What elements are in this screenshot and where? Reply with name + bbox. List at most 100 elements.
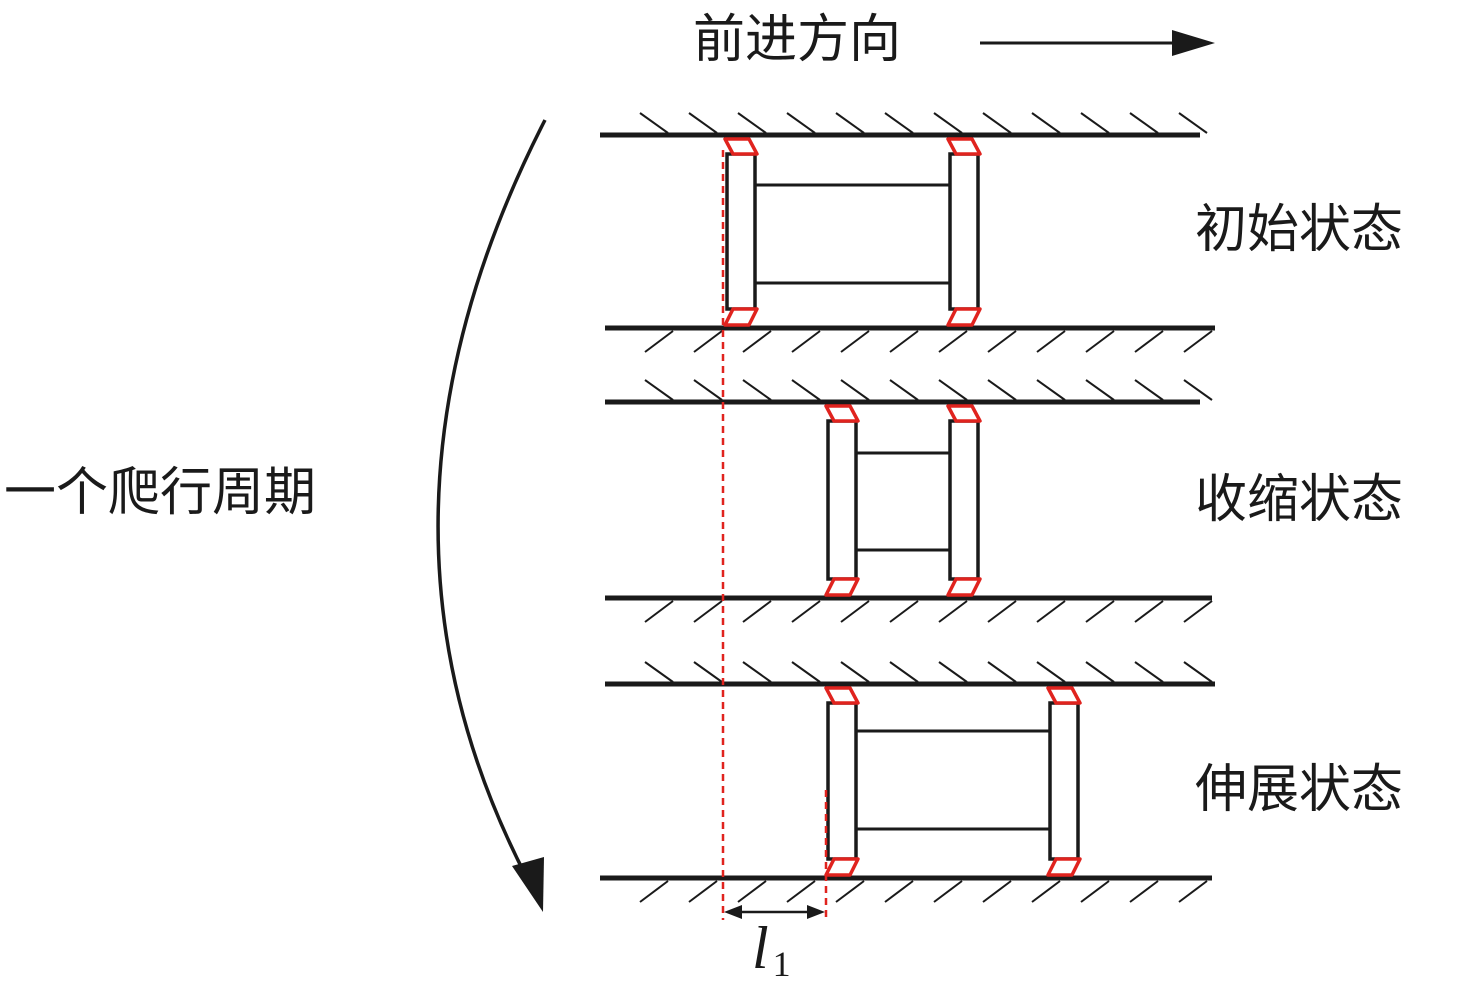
wall-hatching — [639, 880, 1208, 903]
hatch-mark — [1183, 379, 1213, 401]
hatch-mark — [693, 330, 723, 353]
hatch-mark — [1134, 661, 1164, 683]
robots — [723, 137, 1082, 877]
hatch-mark — [742, 330, 772, 353]
hatch-mark — [791, 600, 821, 623]
direction-arrow — [980, 30, 1215, 56]
foot-pad-bottom-2 — [1046, 857, 1082, 877]
hatch-mark — [933, 880, 963, 903]
hatch-mark — [1036, 379, 1066, 401]
hatch-mark — [1031, 880, 1061, 903]
hatch-mark — [1080, 112, 1110, 134]
hatch-mark — [639, 880, 669, 903]
wall-hatching — [639, 112, 1208, 134]
hatch-mark — [835, 112, 865, 134]
hatch-mark — [889, 600, 919, 623]
support-leg-2 — [948, 152, 980, 311]
hatch-mark — [786, 880, 816, 903]
hatch-mark — [1183, 600, 1213, 623]
hatch-mark — [737, 112, 767, 134]
hatch-mark — [644, 661, 674, 683]
support-leg-2 — [1048, 701, 1080, 861]
hatch-mark — [644, 379, 674, 401]
hatch-mark — [1183, 330, 1213, 353]
hatch-mark — [889, 330, 919, 353]
hatch-mark — [938, 379, 968, 401]
pipe-wall-2 — [605, 325, 1215, 353]
wall-hatching — [644, 661, 1213, 683]
hatch-mark — [884, 880, 914, 903]
foot-pad-bottom-2 — [946, 307, 982, 327]
hatch-mark — [742, 379, 772, 401]
foot-pad-bottom-1 — [824, 577, 860, 597]
hatch-mark — [1134, 330, 1164, 353]
hatch-mark — [742, 661, 772, 683]
robot-contracted — [824, 404, 982, 597]
hatch-mark — [982, 112, 1012, 134]
hatch-mark — [688, 880, 718, 903]
hatch-mark — [987, 379, 1017, 401]
reference-guides — [721, 150, 828, 920]
cycle-label: 一个爬行周期 — [4, 463, 316, 523]
foot-pad-bottom-1 — [723, 307, 759, 327]
hatch-mark — [884, 112, 914, 134]
foot-pad-top-2 — [1046, 686, 1082, 705]
state-label-extended: 伸展状态 — [1195, 760, 1403, 820]
wall-hatching — [644, 379, 1213, 401]
foot-pad-top-2 — [946, 137, 982, 156]
hatch-mark — [1178, 112, 1208, 134]
hatch-mark — [889, 379, 919, 401]
robot-extended — [824, 686, 1082, 877]
hatch-mark — [644, 600, 674, 623]
hatch-mark — [1134, 379, 1164, 401]
robot-initial — [723, 137, 982, 327]
hatch-mark — [693, 600, 723, 623]
hatch-mark — [840, 600, 870, 623]
state-label-contracted: 收缩状态 — [1195, 470, 1403, 530]
pipe-wall-5 — [605, 661, 1215, 687]
foot-pad-top-1 — [723, 137, 759, 156]
hatch-mark — [791, 330, 821, 353]
hatch-mark — [938, 661, 968, 683]
hatch-mark — [1129, 112, 1159, 134]
foot-pad-top-2 — [946, 404, 982, 423]
hatch-mark — [889, 661, 919, 683]
hatch-mark — [1036, 661, 1066, 683]
cycle-arrow — [436, 119, 547, 912]
hatch-mark — [982, 880, 1012, 903]
displacement-symbol: l — [752, 915, 769, 981]
hatch-mark — [987, 600, 1017, 623]
support-leg-2 — [948, 419, 980, 581]
state-label-initial: 初始状态 — [1195, 200, 1403, 260]
displacement-arrow — [724, 905, 825, 919]
support-leg-1 — [826, 419, 858, 581]
hatch-mark — [1080, 880, 1110, 903]
hatch-mark — [786, 112, 816, 134]
support-leg-1 — [725, 152, 757, 311]
hatch-mark — [987, 661, 1017, 683]
pipe-wall-4 — [605, 595, 1213, 623]
hatch-mark — [840, 661, 870, 683]
pipe-wall-6 — [600, 875, 1212, 903]
hatch-mark — [987, 330, 1017, 353]
pipe-wall-3 — [605, 379, 1213, 405]
hatch-mark — [835, 880, 865, 903]
hatch-mark — [1085, 600, 1115, 623]
hatch-mark — [1036, 600, 1066, 623]
hatch-mark — [1085, 379, 1115, 401]
hatch-mark — [639, 112, 669, 134]
hatch-mark — [791, 661, 821, 683]
pipe-wall-1 — [600, 112, 1208, 138]
pipe-walls — [600, 112, 1215, 903]
hatch-mark — [1178, 880, 1208, 903]
hatch-mark — [840, 379, 870, 401]
hatch-mark — [1134, 600, 1164, 623]
hatch-mark — [840, 330, 870, 353]
hatch-mark — [1183, 661, 1213, 683]
wall-hatching — [644, 330, 1213, 353]
hatch-mark — [1085, 661, 1115, 683]
foot-pad-top-1 — [824, 404, 860, 423]
hatch-mark — [938, 600, 968, 623]
hatch-mark — [737, 880, 767, 903]
